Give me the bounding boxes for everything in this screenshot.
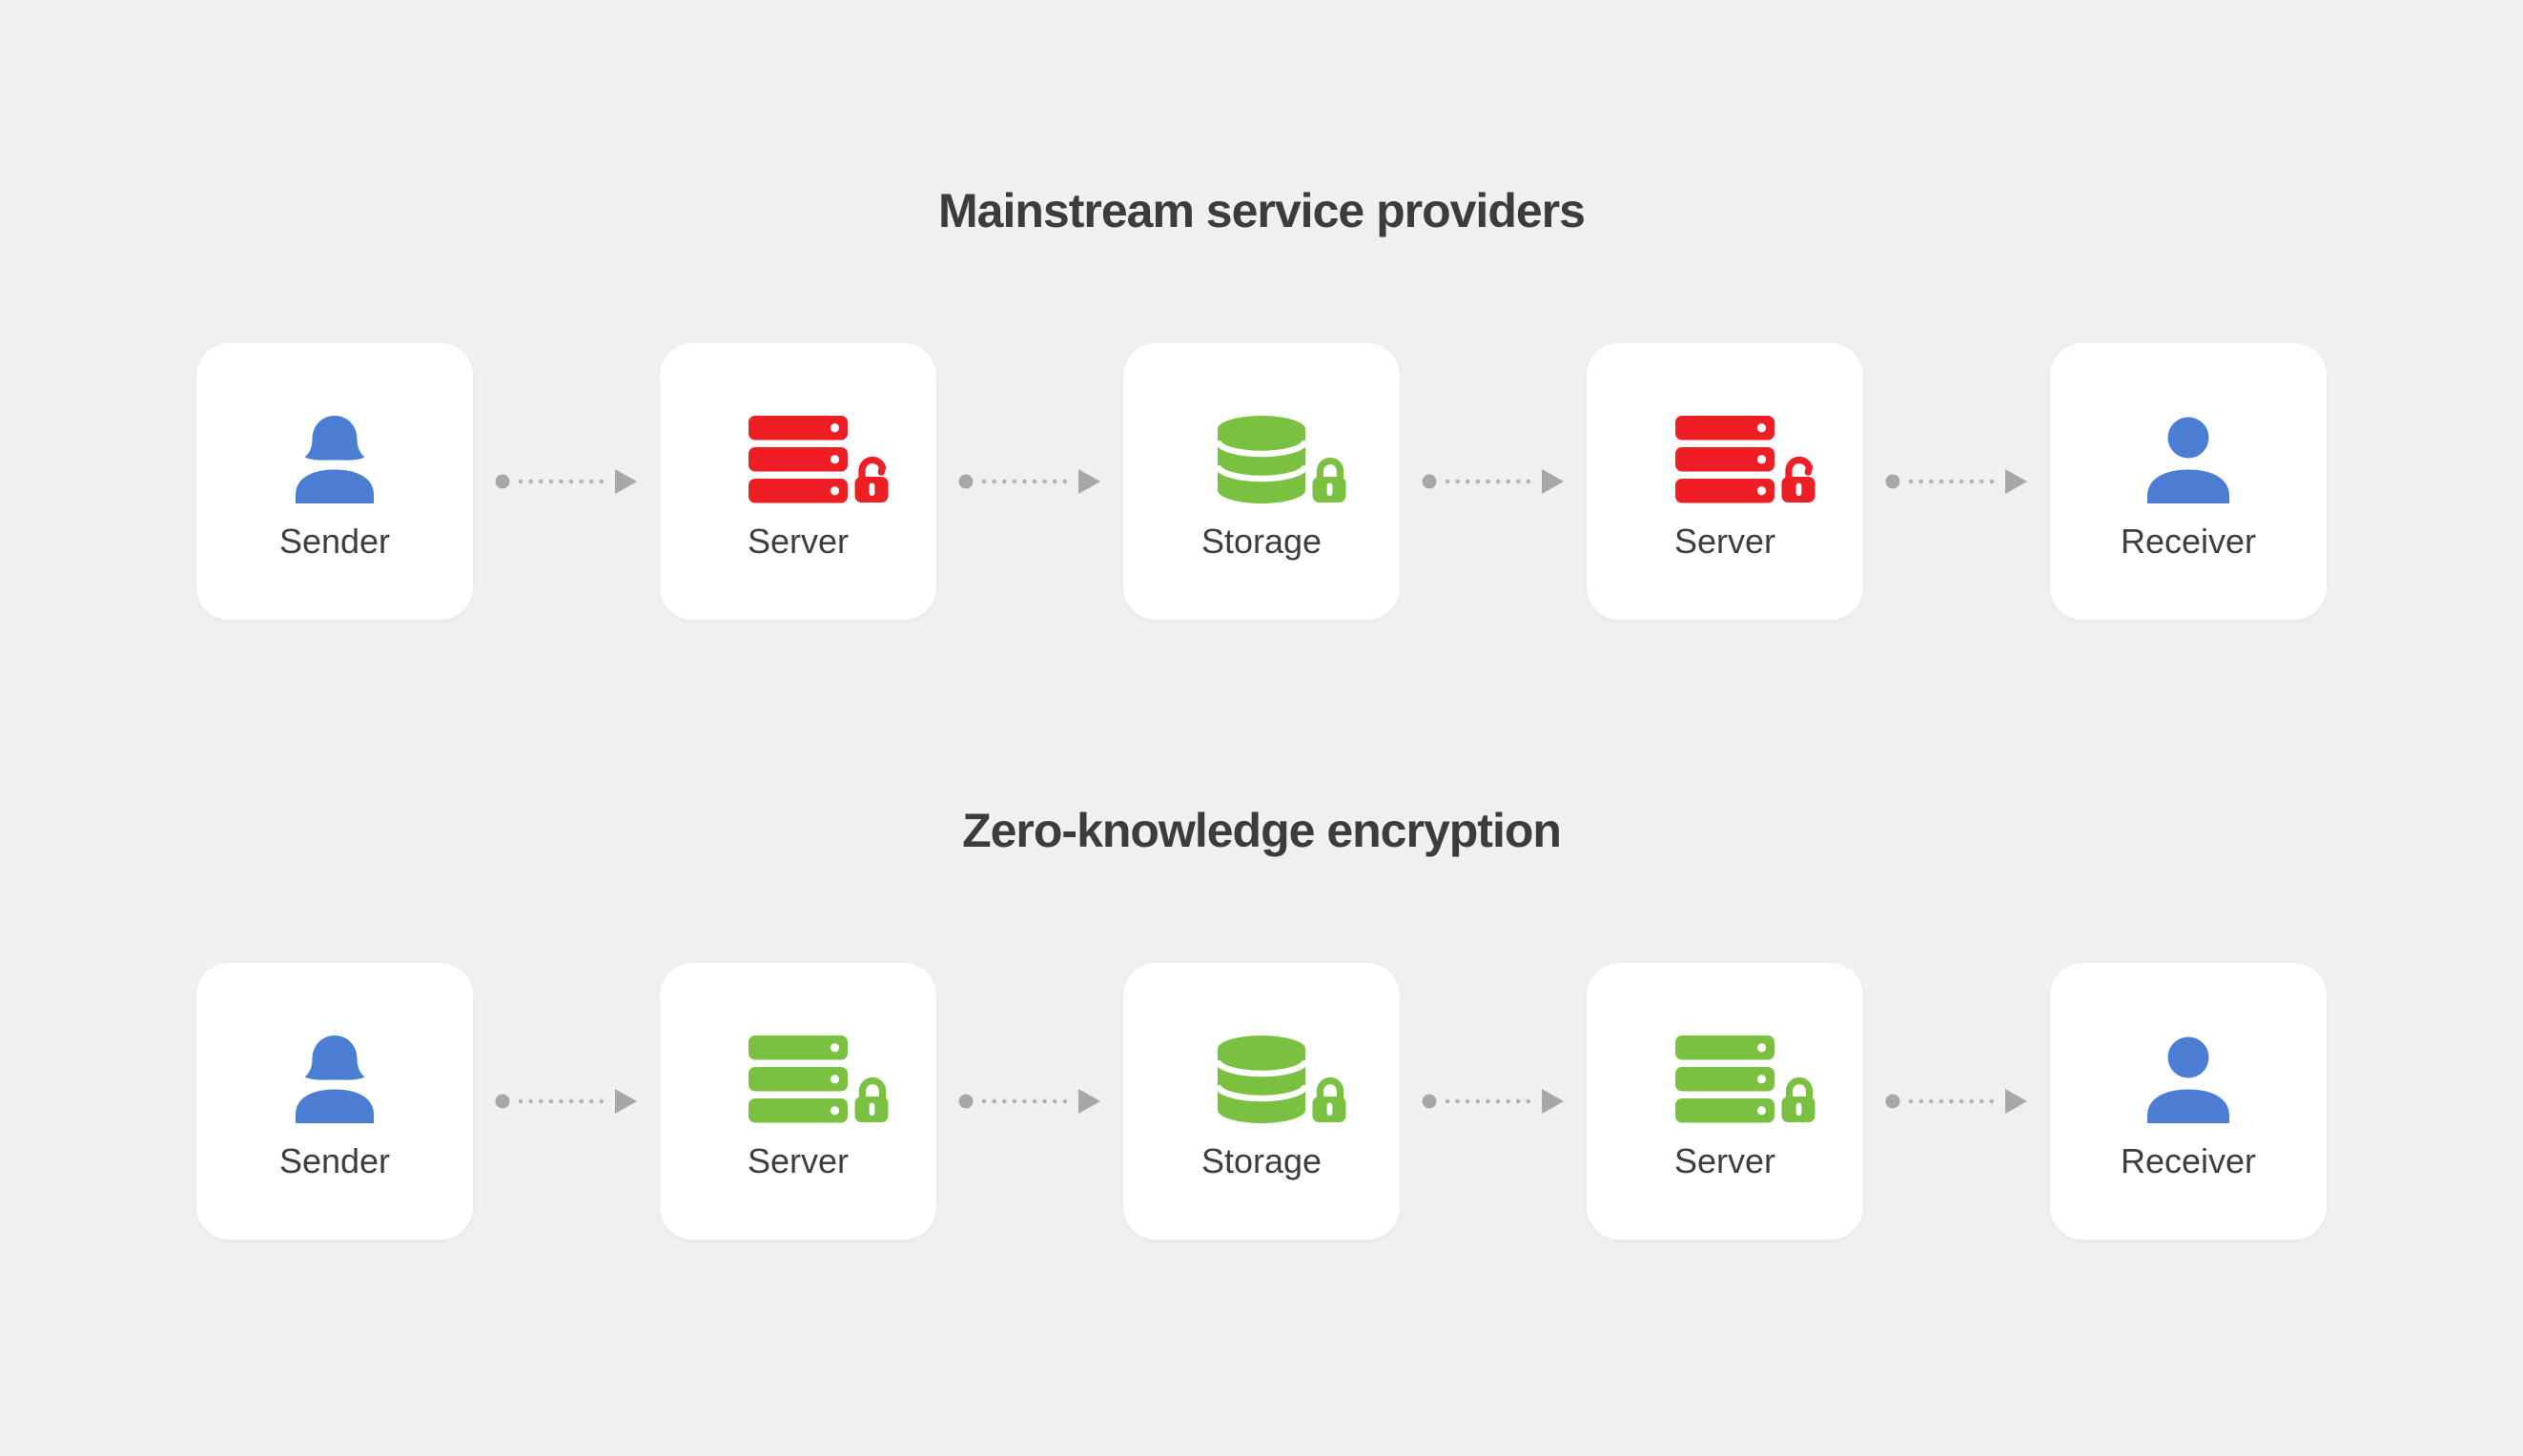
node-card-receiver: Receiver <box>2050 963 2327 1240</box>
node-label: Server <box>747 522 850 561</box>
person-male-icon <box>2131 1036 2246 1123</box>
section-zero-knowledge: Zero-knowledge encryption Sender Server <box>0 620 2523 1240</box>
dotted-arrow-connector <box>1400 466 1587 497</box>
node-label: Sender <box>278 522 391 561</box>
database-icon <box>1204 1036 1319 1123</box>
flow-row-zero-knowledge: Sender Server Storage <box>0 963 2523 1240</box>
node-label: Server <box>747 1141 850 1180</box>
node-card-storage: Storage <box>1123 963 1400 1240</box>
section-title-mainstream: Mainstream service providers <box>938 184 1586 237</box>
lock-closed-icon <box>1782 1081 1815 1123</box>
arrow-right-icon <box>1422 1086 1565 1117</box>
node-label: Server <box>1673 1141 1776 1180</box>
dotted-arrow-connector <box>936 1086 1123 1117</box>
node-label: Receiver <box>2120 522 2257 561</box>
node-card-server-2: Server <box>1587 963 1863 1240</box>
node-card-storage: Storage <box>1123 343 1400 620</box>
lock-open-icon <box>1782 460 1815 502</box>
server-rack-icon <box>1668 1036 1782 1123</box>
lock-closed-icon <box>855 1081 889 1123</box>
server-rack-icon <box>1668 416 1782 503</box>
node-label: Server <box>1673 522 1776 561</box>
arrow-right-icon <box>1885 466 2028 497</box>
node-label: Sender <box>278 1141 391 1180</box>
node-card-server-1: Server <box>660 963 936 1240</box>
arrow-right-icon <box>495 466 638 497</box>
arrow-right-icon <box>495 1086 638 1117</box>
node-card-sender: Sender <box>196 343 473 620</box>
lock-closed-icon <box>1313 1081 1346 1123</box>
database-icon <box>1204 416 1319 503</box>
person-male-icon <box>2131 416 2246 503</box>
person-female-icon <box>277 1036 392 1123</box>
person-female-icon <box>277 416 392 503</box>
dotted-arrow-connector <box>473 1086 660 1117</box>
dotted-arrow-connector <box>936 466 1123 497</box>
dotted-arrow-connector <box>1863 466 2050 497</box>
arrow-right-icon <box>958 1086 1101 1117</box>
dotted-arrow-connector <box>1863 1086 2050 1117</box>
dotted-arrow-connector <box>1400 1086 1587 1117</box>
arrow-right-icon <box>958 466 1101 497</box>
node-label: Storage <box>1200 522 1323 561</box>
section-mainstream: Mainstream service providers Sender Serv… <box>0 0 2523 620</box>
section-title-zero-knowledge: Zero-knowledge encryption <box>962 804 1562 857</box>
dotted-arrow-connector <box>473 466 660 497</box>
flow-row-mainstream: Sender Server Storage <box>0 343 2523 620</box>
arrow-right-icon <box>1885 1086 2028 1117</box>
node-card-server-1: Server <box>660 343 936 620</box>
lock-closed-icon <box>1313 461 1346 503</box>
server-rack-icon <box>741 416 855 503</box>
server-rack-icon <box>741 1036 855 1123</box>
node-card-sender: Sender <box>196 963 473 1240</box>
node-card-server-2: Server <box>1587 343 1863 620</box>
arrow-right-icon <box>1422 466 1565 497</box>
lock-open-icon <box>855 460 889 502</box>
node-label: Receiver <box>2120 1141 2257 1180</box>
node-card-receiver: Receiver <box>2050 343 2327 620</box>
node-label: Storage <box>1200 1141 1323 1180</box>
